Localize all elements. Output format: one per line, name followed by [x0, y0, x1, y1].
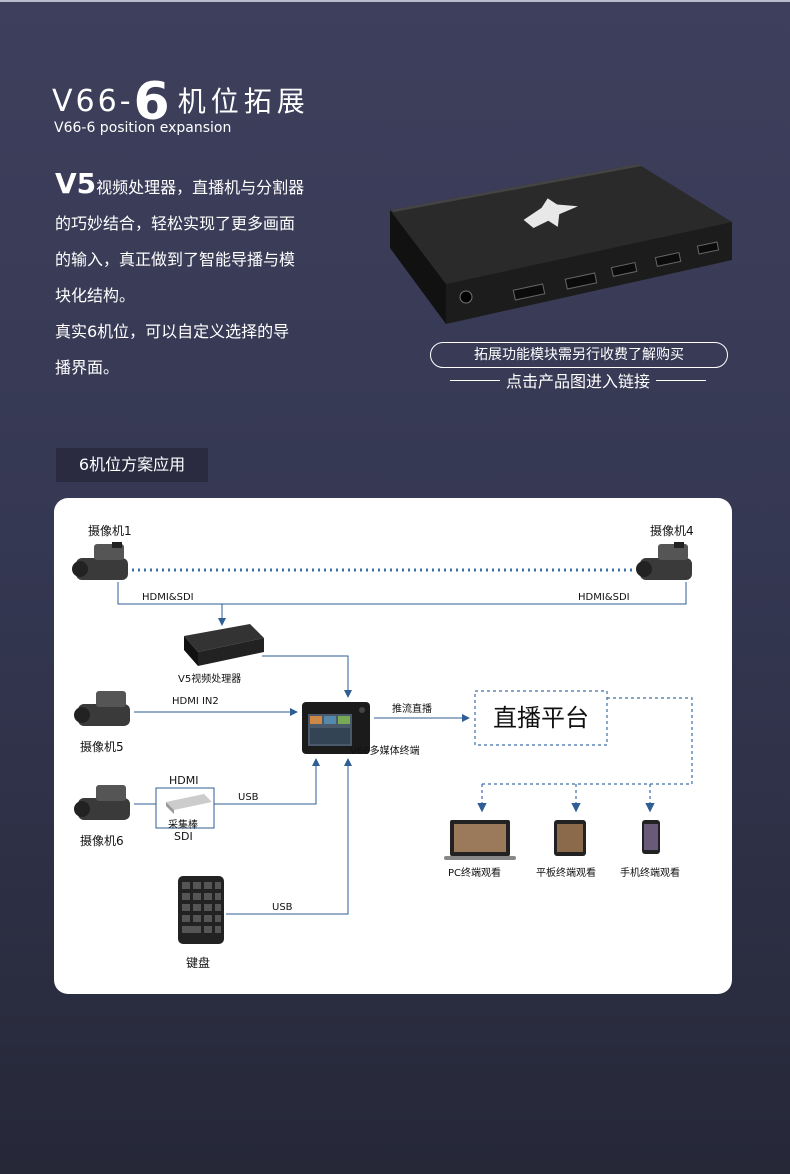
page-subtitle: V66-6 position expansion	[54, 120, 232, 136]
camera4-icon	[636, 542, 692, 580]
title-number: 6	[133, 72, 170, 132]
title-prefix: V66-	[52, 84, 134, 119]
v5-processor-label: V5视频处理器	[178, 674, 242, 685]
tablet-icon	[554, 820, 586, 856]
description-line-3: 的输入，真正做到了智能导播与模	[55, 250, 296, 269]
hdmi-label: HDMI	[169, 774, 199, 787]
description-lead: V5	[55, 167, 97, 200]
pc-viewing-label: PC终端观看	[448, 868, 502, 879]
capture-usb-line	[214, 758, 320, 805]
hint-text: 点击产品图进入链接	[506, 372, 651, 391]
capture-box	[155, 787, 215, 829]
capture-stick-icon	[166, 794, 212, 814]
live-platform-label: 直播平台	[493, 704, 589, 732]
camera5-label: 摄像机5	[80, 740, 124, 754]
hint-line-right	[656, 379, 707, 381]
product-link-hint[interactable]: 点击产品图进入链接	[450, 369, 707, 391]
tablet-viewing-label: 平板终端观看	[536, 868, 596, 879]
hdmi-sdi-label-right: HDMI&SDI	[578, 592, 630, 603]
v5-to-v66-line	[262, 655, 352, 698]
title-chinese: 机位拓展	[177, 85, 310, 118]
v66-terminal-label: V66多媒体终端	[350, 746, 420, 757]
description-line-4: 块化结构。	[55, 286, 136, 305]
hdmi-in2-label: HDMI IN2	[172, 696, 219, 707]
camera6-label: 摄像机6	[80, 834, 124, 848]
v66-terminal-icon	[302, 702, 370, 754]
usb-capture-label: USB	[238, 792, 259, 803]
phone-icon	[642, 820, 660, 854]
keyboard-icon	[178, 876, 224, 944]
top-divider	[0, 0, 790, 2]
camera1-icon	[72, 542, 128, 580]
camera1-label: 摄像机1	[88, 524, 132, 538]
usb-keyboard-label: USB	[272, 902, 293, 913]
keyboard-label: 键盘	[186, 956, 211, 970]
purchase-notice[interactable]: 拓展功能模块需另行收费了解购买	[430, 342, 728, 368]
phone-viewing-label: 手机终端观看	[620, 868, 680, 879]
hdmi-sdi-line	[117, 582, 687, 605]
camera4-label: 摄像机4	[650, 524, 694, 538]
platform-distribution-line	[482, 697, 693, 785]
logo-mark	[523, 198, 578, 228]
description-line-2: 的巧妙结合，轻松实现了更多画面	[55, 214, 296, 233]
camera5-icon	[74, 691, 130, 726]
product-image[interactable]	[386, 164, 766, 340]
pc-icon	[444, 820, 516, 860]
section-title: 6机位方案应用	[56, 448, 208, 482]
description-line-5: 真实6机位，可以自定义选择的导	[55, 322, 290, 341]
description-line-1: V5视频处理器，直播机与分割器	[55, 167, 305, 200]
keyboard-usb-line	[226, 758, 352, 915]
camera6-icon	[74, 785, 130, 820]
v5-processor-icon	[184, 624, 264, 666]
push-stream-label: 推流直播	[392, 704, 432, 715]
diagram-card: 摄像机1 摄像机4 HDMI&SDI HDMI&SDI V5视频处理器 HDMI…	[54, 498, 732, 994]
hdmi-sdi-label-left: HDMI&SDI	[142, 592, 194, 603]
description-line-6: 播界面。	[55, 358, 120, 377]
capture-stick-label: 采集棒	[168, 820, 198, 831]
diagram-svg	[72, 542, 693, 944]
description: V5视频处理器，直播机与分割器 的巧妙结合，轻松实现了更多画面 的输入，真正做到…	[55, 166, 355, 386]
sdi-label: SDI	[174, 830, 193, 843]
platform-box	[474, 690, 608, 746]
hint-line-left	[450, 379, 500, 381]
